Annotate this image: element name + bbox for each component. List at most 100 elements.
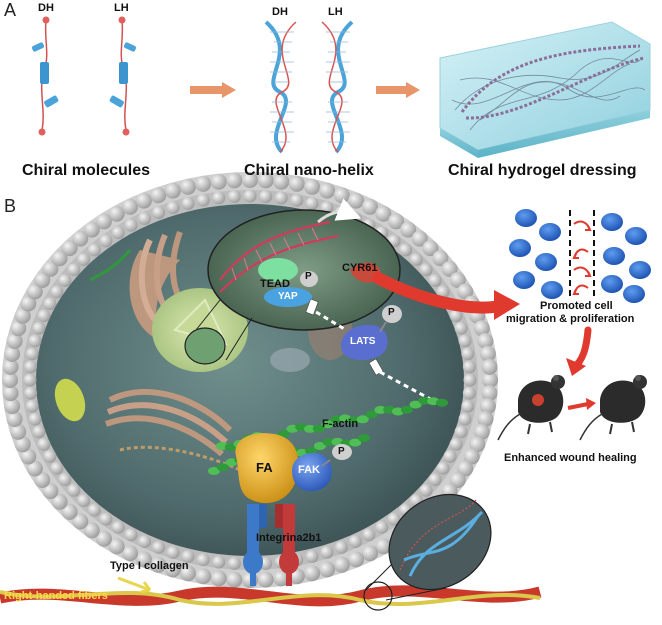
migrating-cell	[541, 281, 563, 299]
lipid-head	[243, 189, 257, 203]
caption-chiral-molecules: Chiral molecules	[22, 162, 151, 179]
lipid-head	[152, 540, 166, 554]
migrating-cell	[539, 223, 561, 241]
lipid-head	[274, 191, 288, 205]
lipid-head	[4, 398, 21, 415]
lipid-head	[463, 448, 480, 465]
lipid-head	[481, 358, 498, 375]
lipid-head	[290, 193, 304, 207]
big-arrow-to-cells	[372, 272, 520, 320]
lipid-head	[210, 570, 227, 587]
lipid-head	[463, 373, 477, 387]
lipid-head	[20, 448, 37, 465]
actin-bead	[409, 400, 422, 409]
lipid-head	[462, 360, 476, 374]
lipid-head	[181, 550, 195, 563]
lipid-head	[179, 565, 196, 582]
lipid-head	[26, 283, 43, 300]
lipid-head	[305, 550, 319, 563]
lipid-head	[20, 295, 37, 312]
lipid-head	[67, 483, 81, 497]
lipid-head	[226, 571, 243, 588]
lipid-head	[37, 309, 51, 323]
lipid-head	[111, 520, 125, 534]
lipid-head	[454, 425, 468, 439]
lipid-head	[454, 321, 468, 335]
lipid-head	[362, 528, 376, 542]
arrow-between-mice	[567, 398, 596, 410]
lipid-head	[473, 423, 490, 440]
lipid-head	[6, 333, 23, 349]
fak-p-label: P	[338, 446, 345, 457]
lipid-head	[51, 250, 68, 267]
migrating-cell	[509, 239, 531, 257]
lipid-head	[477, 411, 494, 427]
actin-bead	[418, 396, 431, 405]
actin-bead	[330, 415, 343, 424]
cyr61-label: CYR61	[342, 262, 378, 274]
lipid-head	[164, 561, 181, 578]
lipid-head	[375, 538, 392, 555]
lipid-head	[304, 565, 321, 582]
migrating-cell	[515, 209, 537, 227]
promoted-line2: migration & proliferation	[506, 313, 635, 325]
lipid-head	[362, 198, 378, 215]
lipid-head	[166, 545, 180, 559]
lipid-head	[319, 182, 336, 199]
migration-panel	[509, 209, 651, 303]
lipid-head	[375, 205, 392, 222]
arrow-to-mice	[566, 326, 592, 376]
lipid-head	[4, 345, 21, 362]
lipid-head	[28, 334, 42, 348]
lipid-head	[333, 187, 350, 204]
lipid-head	[150, 556, 167, 573]
yap-label: YAP	[278, 291, 298, 302]
lipid-head	[150, 187, 167, 204]
actin-bead	[358, 434, 370, 443]
lipid-head	[24, 360, 38, 374]
actin-bead	[365, 410, 378, 419]
lipid-head	[375, 520, 389, 534]
lipid-head	[457, 283, 474, 300]
lipid-head	[461, 399, 475, 413]
lipid-head	[111, 226, 125, 240]
lipid-head	[227, 557, 241, 570]
actin-bead	[208, 467, 220, 475]
lipid-head	[72, 230, 89, 247]
lipid-head	[135, 551, 152, 568]
lipid-head	[124, 218, 138, 232]
panel-b-letter: B	[4, 196, 17, 216]
lipid-head	[42, 260, 59, 277]
lipid-head	[348, 192, 365, 209]
lipid-head	[122, 198, 138, 215]
lipid-head	[449, 472, 466, 488]
lipid-head	[99, 512, 113, 526]
yap-phospho	[300, 271, 318, 287]
lipid-head	[212, 191, 226, 205]
migrating-cell	[625, 227, 647, 245]
lipid-head	[6, 411, 23, 427]
lipid-head	[2, 372, 18, 388]
lipid-head	[428, 473, 442, 486]
lipid-head	[2, 358, 19, 375]
lipid-head	[469, 436, 486, 453]
lipid-head	[419, 263, 433, 277]
lipid-head	[479, 345, 496, 362]
collagen-label: Type I collagen	[110, 560, 189, 572]
lipid-head	[428, 274, 442, 287]
lipid-head	[43, 449, 57, 463]
actin-bead	[349, 438, 362, 447]
lipid-head	[164, 182, 181, 199]
lipid-head	[443, 449, 457, 463]
actin-bead	[356, 415, 369, 424]
lipid-head	[34, 272, 51, 288]
molecule-dh-label: DH	[38, 2, 54, 14]
actin-bead	[348, 416, 360, 425]
lipid-head	[25, 399, 39, 413]
lipid-head	[441, 260, 458, 277]
lipid-head	[273, 570, 290, 587]
lipid-head	[37, 437, 51, 451]
lipid-head	[25, 347, 39, 361]
lipid-head	[99, 234, 113, 248]
lipid-head	[179, 178, 196, 195]
